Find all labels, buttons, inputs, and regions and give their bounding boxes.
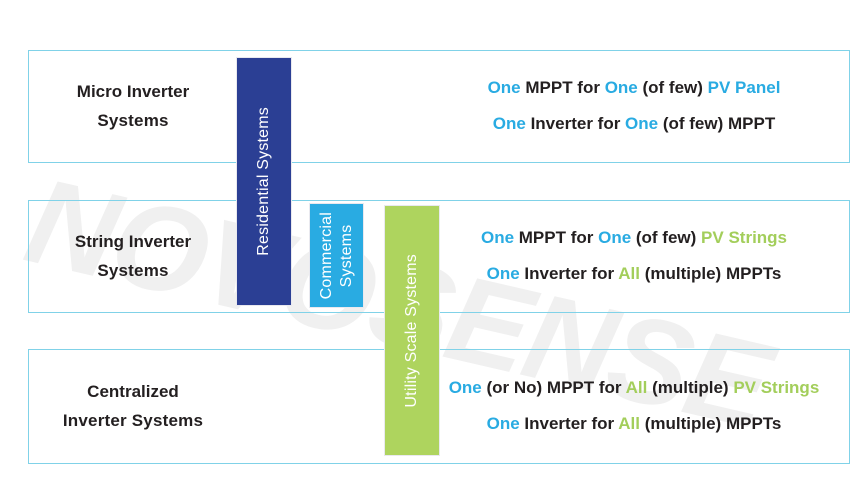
- text-run: All: [618, 264, 640, 283]
- segment-bar-commercial-systems: Commercial Systems: [309, 203, 364, 308]
- description-line: One MPPT for One (of few) PV Panel: [487, 78, 781, 98]
- text-run: (or No) MPPT for: [481, 378, 626, 398]
- text-run: One: [604, 78, 638, 98]
- text-run: PV Strings: [733, 378, 820, 398]
- text-run: One: [487, 78, 521, 98]
- row-title-line2: Systems: [97, 110, 169, 130]
- segment-label-residential-systems: Residential Systems: [255, 107, 272, 256]
- row-title-line2: Systems: [97, 260, 169, 280]
- description-line: One Inverter for All (multiple) MPPTs: [486, 414, 782, 434]
- segment-label-commercial-systems: Commercial Systems: [317, 211, 355, 300]
- text-run: One: [598, 228, 632, 248]
- text-run: All: [625, 378, 648, 398]
- text-run: (multiple) MPPTs: [640, 414, 782, 433]
- row-micro-inverter-systems: Micro Inverter Systems One MPPT for One …: [28, 50, 850, 163]
- segment-bar-utility-scale-systems: Utility Scale Systems: [384, 205, 440, 456]
- text-run: One: [625, 114, 659, 133]
- row-title-line1: Micro Inverter: [76, 81, 190, 101]
- text-run: One: [492, 114, 526, 133]
- text-run: MPPT for: [520, 78, 605, 98]
- description-line: One Inverter for One (of few) MPPT: [492, 114, 776, 134]
- row-description-centralized-inverter: One (or No) MPPT for All (multiple) PV S…: [439, 350, 829, 463]
- row-centralized-inverter-systems: Centralized Inverter Systems One (or No)…: [28, 349, 850, 464]
- text-run: (multiple): [647, 378, 734, 398]
- description-line: One MPPT for One (of few) PV Strings: [480, 228, 788, 248]
- text-run: Inverter for: [525, 114, 626, 133]
- row-title-micro-inverter: Micro Inverter Systems: [29, 51, 237, 162]
- text-run: (of few) MPPT: [658, 114, 776, 133]
- row-title-line1: Centralized: [87, 381, 179, 401]
- row-title-line2: Inverter Systems: [62, 410, 204, 430]
- segment-bar-residential-systems: Residential Systems: [236, 57, 292, 306]
- text-run: One: [486, 414, 520, 433]
- row-string-inverter-systems: String Inverter Systems One MPPT for One…: [28, 200, 850, 313]
- text-run: One: [486, 264, 520, 283]
- row-title-line1: String Inverter: [74, 231, 192, 251]
- text-run: PV Strings: [701, 228, 788, 248]
- text-run: Inverter for: [519, 264, 619, 283]
- row-title-string-inverter: String Inverter Systems: [29, 201, 237, 312]
- text-run: (of few): [631, 228, 702, 248]
- text-run: (of few): [637, 78, 708, 98]
- row-title-centralized-inverter: Centralized Inverter Systems: [29, 350, 237, 463]
- row-description-micro-inverter: One MPPT for One (of few) PV Panel One I…: [439, 51, 829, 162]
- text-run: PV Panel: [707, 78, 781, 98]
- description-line: One Inverter for All (multiple) MPPTs: [486, 264, 782, 284]
- text-run: All: [618, 414, 640, 433]
- text-run: One: [448, 378, 482, 398]
- text-run: MPPT for: [514, 228, 599, 248]
- text-run: Inverter for: [519, 414, 619, 433]
- description-line: One (or No) MPPT for All (multiple) PV S…: [448, 378, 820, 398]
- text-run: One: [480, 228, 515, 248]
- text-run: (multiple) MPPTs: [640, 264, 782, 283]
- row-description-string-inverter: One MPPT for One (of few) PV Strings One…: [439, 201, 829, 312]
- segment-label-utility-scale-systems: Utility Scale Systems: [403, 253, 420, 408]
